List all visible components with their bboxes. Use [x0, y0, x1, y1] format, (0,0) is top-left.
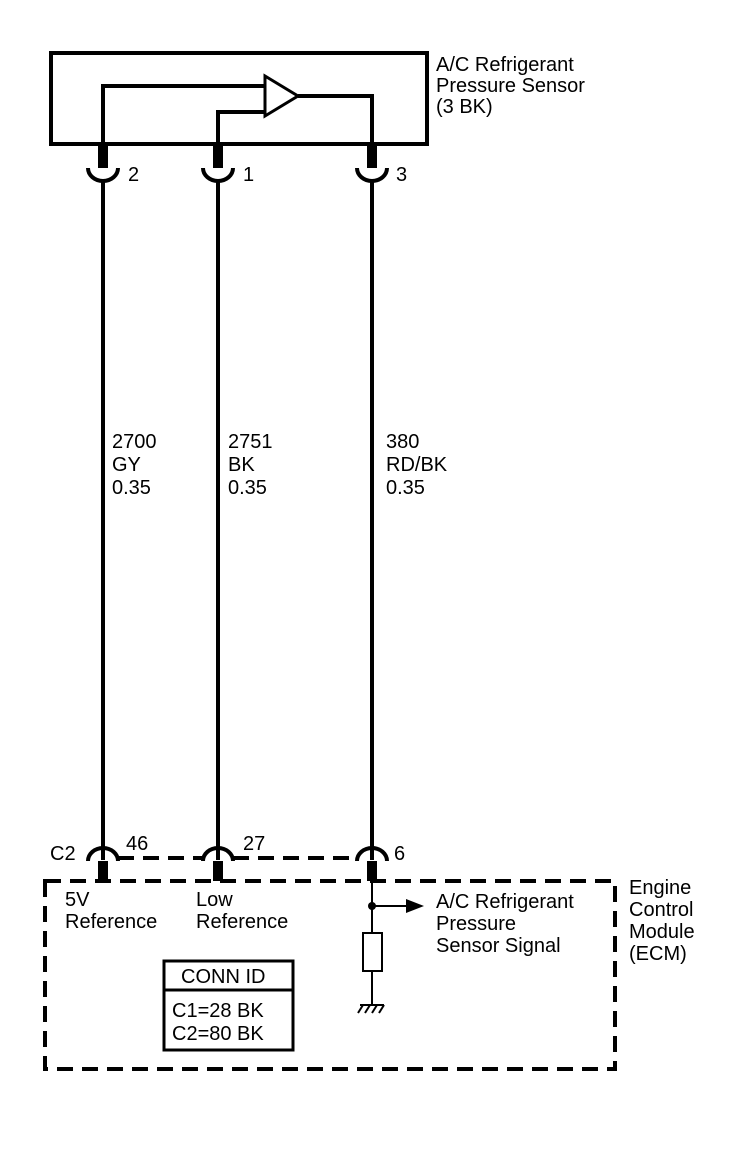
conn-id-title: CONN ID — [181, 966, 265, 988]
sensor-internal-5v — [101, 84, 265, 158]
ref5v-line2: Reference — [65, 911, 157, 933]
sensor-pin-1-connector — [201, 144, 235, 183]
sensor-internal-signal — [298, 94, 374, 158]
sensor-name-line2: Pressure Sensor — [436, 75, 585, 97]
signal-label-line2: Pressure — [436, 913, 516, 935]
sensor-box — [49, 51, 429, 146]
ecm-box — [43, 879, 617, 1071]
ecm-pin-6-connector — [355, 846, 389, 881]
lowref-line2: Reference — [196, 911, 288, 933]
wire-380-color: RD/BK — [386, 454, 448, 476]
ecm-pin-46-label: 46 — [126, 833, 148, 855]
sensor-pin-3-label: 3 — [396, 164, 407, 186]
sensor-name-line3: (3 BK) — [436, 96, 493, 118]
ecm-name-line3: Module — [629, 921, 695, 943]
sensor-name-line1: A/C Refrigerant — [436, 54, 574, 76]
signal-arrow-icon — [406, 899, 424, 913]
ecm-pin-27-label: 27 — [243, 833, 265, 855]
wire-2700-circuit: 2700 — [112, 431, 157, 453]
sensor-pin-2-label: 2 — [128, 164, 139, 186]
signal-label-line1: A/C Refrigerant — [436, 891, 574, 913]
conn-id-line2: C2=80 BK — [172, 1023, 264, 1045]
wire-2700-size: 0.35 — [112, 477, 151, 499]
lowref-line1: Low — [196, 889, 233, 911]
ground-icon — [357, 1004, 385, 1014]
conn-id-line1: C1=28 BK — [172, 1000, 264, 1022]
wire-2751-color: BK — [228, 454, 255, 476]
ref5v-line1: 5V — [65, 889, 90, 911]
sensor-pin-3-connector — [355, 144, 389, 183]
wire-380-circuit: 380 — [386, 431, 419, 453]
sensor-internal-low — [216, 110, 265, 158]
sensor-pin-1-label: 1 — [243, 164, 254, 186]
sensor-pin-2-connector — [86, 144, 120, 183]
conn-id-box — [162, 959, 295, 1052]
ecm-connector-label: C2 — [50, 843, 76, 865]
ecm-name-line4: (ECM) — [629, 943, 687, 965]
wire-2700-color: GY — [112, 454, 141, 476]
signal-label-line3: Sensor Signal — [436, 935, 561, 957]
ecm-pin-6-label: 6 — [394, 843, 405, 865]
wire-2751-circuit: 2751 — [228, 431, 273, 453]
ecm-name-line1: Engine — [629, 877, 691, 899]
pulldown-resistor — [362, 932, 383, 972]
ecm-name-line2: Control — [629, 899, 693, 921]
amplifier-symbol — [263, 73, 301, 119]
ecm-pin-27-connector — [201, 846, 235, 881]
wire-2751-size: 0.35 — [228, 477, 267, 499]
ecm-pin-46-connector — [86, 846, 120, 881]
wire-380-size: 0.35 — [386, 477, 425, 499]
